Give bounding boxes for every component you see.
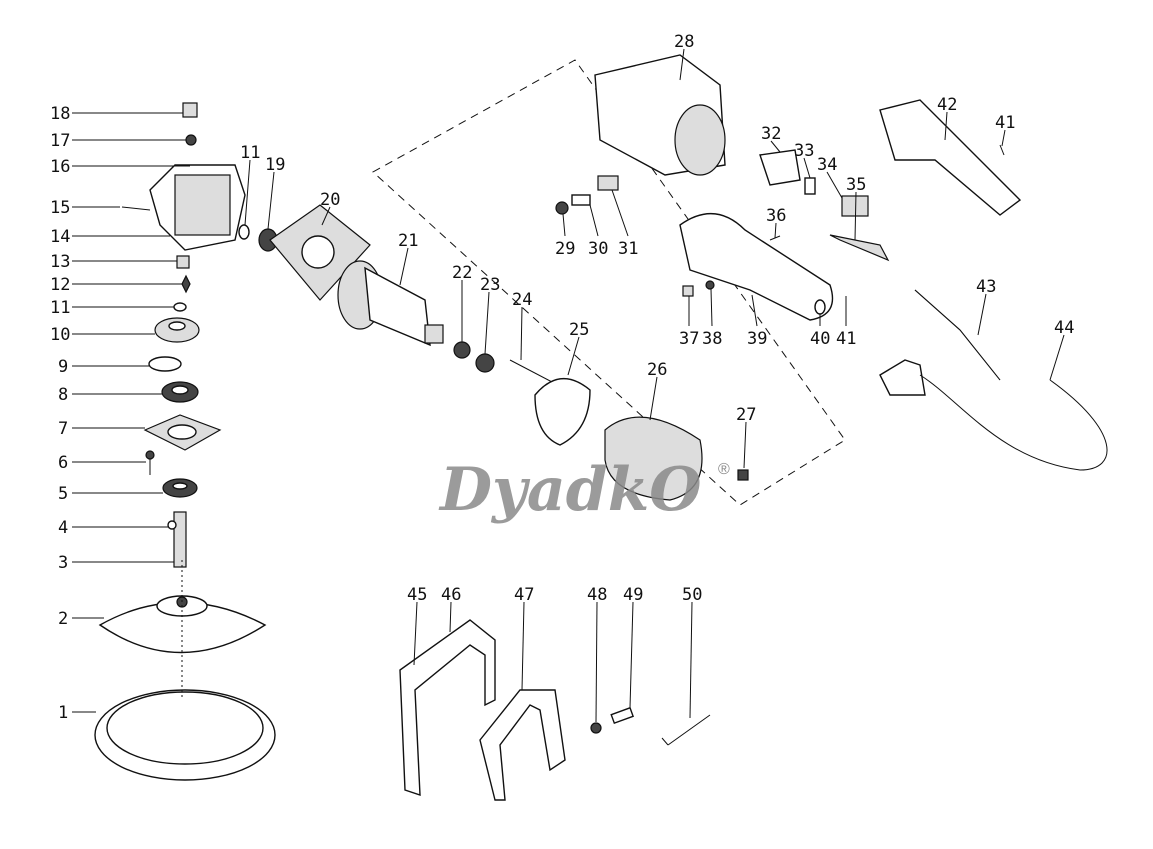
callout-12: 12 [50,275,70,295]
callout-32: 32 [761,124,781,144]
callout-17: 17 [50,131,70,151]
callout-8: 8 [58,385,68,405]
callout-36: 36 [766,206,786,226]
leader-line [449,601,452,633]
callout-24: 24 [512,290,532,310]
callout-45: 45 [407,585,427,605]
leader-line [244,159,251,226]
motor-parts [238,204,749,501]
leader-line [710,288,713,327]
leader-line [484,291,490,355]
leader-lines [72,48,1065,723]
callout-6: 6 [58,453,68,473]
callout-26: 26 [647,360,667,380]
leader-line [267,171,275,230]
leader-line [611,189,629,237]
callout-23: 23 [480,275,500,295]
leader-line [944,111,948,141]
leader-line [589,204,599,237]
callout-14: 14 [50,227,70,247]
callout-13: 13 [50,252,70,272]
callout-28: 28 [674,32,694,52]
gear-head-parts [94,102,276,781]
callout-48: 48 [587,585,607,605]
callout-37: 37 [679,329,699,349]
dashed-group-outline [372,59,846,506]
callout-39: 39 [747,329,767,349]
callout-40: 40 [810,329,830,349]
callout-27: 27 [736,405,756,425]
leader-line [1001,129,1006,147]
callout-29: 29 [555,239,575,259]
callout-35: 35 [846,175,866,195]
leader-line [567,336,580,376]
callout-44: 44 [1054,318,1074,338]
leader-line [321,206,331,226]
leader-line [977,293,987,336]
callout-11: 11 [50,298,70,318]
callout-4: 4 [58,518,68,538]
callout-30: 30 [588,239,608,259]
callout-49: 49 [623,585,643,605]
leader-line [826,171,843,199]
leader-line [562,213,566,237]
leader-line [649,376,658,421]
callout-47: 47 [514,585,534,605]
leader-line [595,601,598,723]
callout-21: 21 [398,231,418,251]
leader-line [770,140,781,153]
callout-38: 38 [702,329,722,349]
callout-46: 46 [441,585,461,605]
callout-7: 7 [58,419,68,439]
callout-41: 41 [836,329,856,349]
callout-5: 5 [58,484,68,504]
callout-10: 10 [50,325,70,345]
callout-19: 19 [265,155,285,175]
callout-16: 16 [50,157,70,177]
leader-line [521,601,525,691]
callout-3: 3 [58,553,68,573]
leader-line [689,601,693,719]
callout-50: 50 [682,585,702,605]
housing-parts [555,54,1108,471]
leader-line [751,294,758,327]
callout-34: 34 [817,155,837,175]
leader-line [1049,334,1065,381]
watermark-logo: DyadkO [438,455,702,525]
registered-mark: ® [718,461,730,478]
side-handle-parts [399,619,711,801]
callout-18: 18 [50,104,70,124]
leader-line [679,48,685,81]
callout-22: 22 [452,263,472,283]
leader-line [520,306,523,361]
leader-line [774,222,777,239]
leader-line [854,191,857,241]
leader-line [413,601,418,666]
leader-line [743,421,747,469]
callout-15: 15 [50,198,70,218]
leader-line [629,601,634,709]
callout-33: 33 [794,141,814,161]
callout-31: 31 [618,239,638,259]
callout-25: 25 [569,320,589,340]
callout-43: 43 [976,277,996,297]
callout-20: 20 [320,190,340,210]
callout-42: 42 [937,95,957,115]
callout-2: 2 [58,609,68,629]
callout-41-b: 41 [995,113,1015,133]
leader-line [399,247,409,286]
callout-labels: 1817161514131211109876543211119202122232… [50,32,1074,723]
callout-9: 9 [58,357,68,377]
callout-1: 1 [58,703,68,723]
leader-line [803,157,811,179]
callout-11-b: 11 [240,143,260,163]
